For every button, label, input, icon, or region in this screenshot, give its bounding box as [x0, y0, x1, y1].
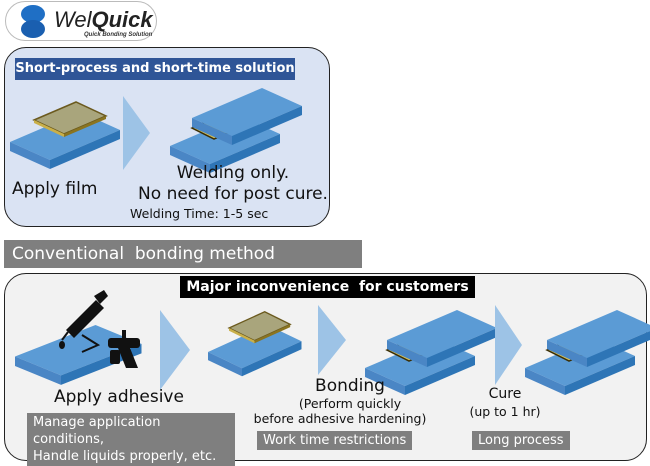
welding-time: Welding Time: 1-5 sec — [130, 206, 269, 221]
note-line: Manage application conditions, — [33, 415, 161, 447]
svg-text:Quick Bonding Solution: Quick Bonding Solution — [84, 32, 153, 38]
syringe-icon — [59, 290, 108, 349]
logo-mark-icon: WelQuick Quick Bonding Solution — [21, 5, 154, 38]
spray-gun-icon — [108, 330, 140, 368]
step-welding-sub: No need for post cure. — [138, 184, 328, 204]
step-cure: Cure — [488, 386, 522, 402]
step-apply-adhesive: Apply adhesive — [54, 387, 184, 407]
welquick-title: Short-process and short-time solution — [15, 58, 295, 80]
conventional-title: Major inconvenience for customers — [180, 276, 475, 298]
note-apply-adhesive: Manage application conditions, Handle li… — [27, 413, 235, 466]
welquick-logo: WelQuick Quick Bonding Solution — [5, 1, 157, 41]
note-bonding: Work time restrictions — [257, 431, 413, 450]
note-cure: Long process — [472, 431, 570, 450]
step-bonding-sub2: before adhesive hardening) — [253, 411, 427, 426]
arrow-icon — [318, 305, 346, 375]
step-welding: Welding only. — [176, 163, 290, 183]
step-cure-sub: (up to 1 hr) — [469, 404, 541, 419]
step-bonding-sub1: (Perform quickly — [298, 396, 402, 411]
arrow-icon — [160, 310, 190, 390]
arrow-icon — [495, 305, 522, 385]
arrow-icon — [123, 96, 150, 170]
note-line: Handle liquids properly, etc. — [33, 449, 217, 464]
conventional-header: Conventional bonding method — [4, 240, 362, 268]
step-apply-film: Apply film — [12, 179, 98, 199]
cured-plates-icon — [525, 310, 650, 395]
pointer-icon — [81, 334, 101, 353]
svg-text:WelQuick: WelQuick — [54, 7, 154, 32]
step-bonding: Bonding — [315, 376, 385, 396]
plate-with-film-icon — [208, 311, 302, 377]
